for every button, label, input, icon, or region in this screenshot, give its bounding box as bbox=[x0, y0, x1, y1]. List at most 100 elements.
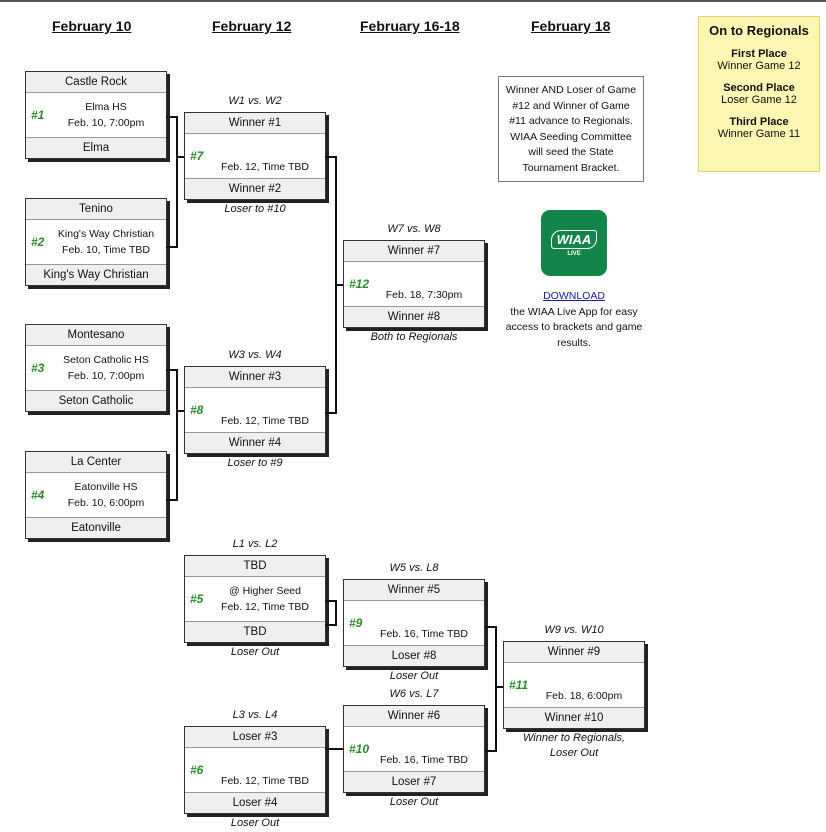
game-number: #5 bbox=[190, 592, 204, 606]
game-10-matchup-label: W6 vs. L7 bbox=[389, 688, 439, 700]
game-4-details: #4 Eatonville HS Feb. 10, 6:00pm bbox=[26, 472, 166, 518]
game-2-bottom-team: King's Way Christian bbox=[26, 264, 166, 285]
game-7-matchup-label: W1 vs. W2 bbox=[228, 95, 282, 107]
game-info: Feb. 16, Time TBD bbox=[368, 726, 480, 772]
second-place-value: Loser Game 12 bbox=[721, 94, 797, 106]
game-6-matchup-label: L3 vs. L4 bbox=[232, 709, 278, 721]
game-4-top-team: La Center bbox=[26, 452, 166, 473]
game-12-outcome-label: Both to Regionals bbox=[370, 331, 458, 343]
game-info-line-2: Feb. 12, Time TBD bbox=[221, 601, 309, 613]
game-1-top-team: Castle Rock bbox=[26, 72, 166, 93]
game-6-bottom-team: Loser #4 bbox=[185, 792, 325, 813]
game-number: #7 bbox=[190, 149, 204, 163]
game-info-line-1: Feb. 12, Time TBD bbox=[221, 775, 309, 787]
first-place-value: Winner Game 12 bbox=[717, 60, 801, 72]
app-logo-text: WIAA bbox=[550, 229, 598, 249]
game-3-details: #3 Seton Catholic HS Feb. 10, 7:00pm bbox=[26, 345, 166, 391]
connector-g3-g4 bbox=[166, 369, 178, 501]
app-download-section: DOWNLOAD the WIAA Live App for easy acce… bbox=[500, 289, 648, 351]
game-12-bottom-team: Winner #8 bbox=[344, 306, 484, 327]
game-3-top-team: Montesano bbox=[26, 325, 166, 346]
connector-to-g10 bbox=[335, 748, 343, 750]
header-february-12: February 12 bbox=[212, 18, 292, 34]
app-download-text: the WIAA Live App for easy access to bra… bbox=[505, 305, 643, 349]
game-info-line-1: Feb. 18, 6:00pm bbox=[545, 690, 623, 702]
connector-to-g8 bbox=[176, 410, 184, 412]
download-link[interactable]: DOWNLOAD bbox=[543, 290, 605, 302]
third-place-value: Winner Game 11 bbox=[717, 128, 801, 140]
connector-g5-g9 bbox=[325, 600, 337, 626]
game-info-line-1: Eatonville HS bbox=[74, 481, 138, 493]
game-number: #6 bbox=[190, 763, 204, 777]
game-9-top-team: Winner #5 bbox=[344, 580, 484, 601]
game-8-bottom-team: Winner #4 bbox=[185, 432, 325, 453]
game-info-line-1: Seton Catholic HS bbox=[63, 354, 149, 366]
game-info: Feb. 12, Time TBD bbox=[209, 133, 321, 179]
advancement-note: Winner AND Loser of Game #12 and Winner … bbox=[498, 76, 644, 182]
game-11-top-team: Winner #9 bbox=[504, 642, 644, 663]
game-10-outcome-label: Loser Out bbox=[389, 796, 439, 808]
game-9-bottom-team: Loser #8 bbox=[344, 645, 484, 666]
header-february-10: February 10 bbox=[52, 18, 132, 34]
game-info-line-1: Elma HS bbox=[85, 101, 127, 113]
game-10-top-team: Winner #6 bbox=[344, 706, 484, 727]
game-info: Feb. 16, Time TBD bbox=[368, 600, 480, 646]
game-info: Feb. 18, 7:30pm bbox=[368, 261, 480, 307]
game-info: Feb. 18, 6:00pm bbox=[528, 662, 640, 708]
game-11-outcome-label-2: Loser Out bbox=[549, 747, 599, 759]
game-info-line-2: Feb. 10, 7:00pm bbox=[67, 370, 145, 382]
game-info-line-2: Feb. 10, Time TBD bbox=[62, 244, 150, 256]
game-9-matchup-label: W5 vs. L8 bbox=[389, 562, 439, 574]
second-place-label: Second Place bbox=[723, 82, 795, 94]
game-info-line-2: Feb. 10, 6:00pm bbox=[67, 497, 145, 509]
third-place-label: Third Place bbox=[729, 116, 789, 128]
game-7-outcome-label: Loser to #10 bbox=[224, 203, 286, 215]
game-info-line-1: Feb. 12, Time TBD bbox=[221, 161, 309, 173]
game-number: #1 bbox=[31, 108, 45, 122]
game-10-bottom-team: Loser #7 bbox=[344, 771, 484, 792]
connector-to-g11 bbox=[495, 686, 503, 688]
game-info-line-1: Feb. 16, Time TBD bbox=[380, 628, 468, 640]
header-february-18: February 18 bbox=[531, 18, 611, 34]
game-number: #11 bbox=[509, 678, 529, 692]
regionals-title: On to Regionals bbox=[709, 23, 809, 38]
connector-to-g7 bbox=[176, 156, 184, 158]
connector-to-g12 bbox=[335, 284, 343, 286]
game-number: #3 bbox=[31, 361, 45, 375]
game-4-bottom-team: Eatonville bbox=[26, 517, 166, 538]
game-number: #8 bbox=[190, 403, 204, 417]
first-place-label: First Place bbox=[731, 48, 787, 60]
game-8-matchup-label: W3 vs. W4 bbox=[228, 349, 282, 361]
game-number: #12 bbox=[349, 277, 370, 291]
game-info-line-1: Feb. 18, 7:30pm bbox=[385, 289, 463, 301]
game-info-line-1: Feb. 16, Time TBD bbox=[380, 754, 468, 766]
game-3-bottom-team: Seton Catholic bbox=[26, 390, 166, 411]
game-info-line-1: King's Way Christian bbox=[57, 228, 155, 240]
game-7-bottom-team: Winner #2 bbox=[185, 178, 325, 199]
top-rule bbox=[0, 0, 826, 2]
game-info-line-1: @ Higher Seed bbox=[229, 585, 301, 597]
wiaa-live-app-icon[interactable]: WIAA LIVE bbox=[541, 210, 607, 276]
game-info: Feb. 12, Time TBD bbox=[209, 387, 321, 433]
game-11-bottom-team: Winner #10 bbox=[504, 707, 644, 728]
app-logo-sub: LIVE bbox=[567, 250, 581, 257]
game-number: #4 bbox=[31, 488, 45, 502]
game-8-details: #8 Feb. 12, Time TBD bbox=[185, 387, 325, 433]
game-info: Eatonville HS Feb. 10, 6:00pm bbox=[50, 472, 162, 518]
game-11-outcome-label: Winner to Regionals, bbox=[522, 732, 625, 744]
